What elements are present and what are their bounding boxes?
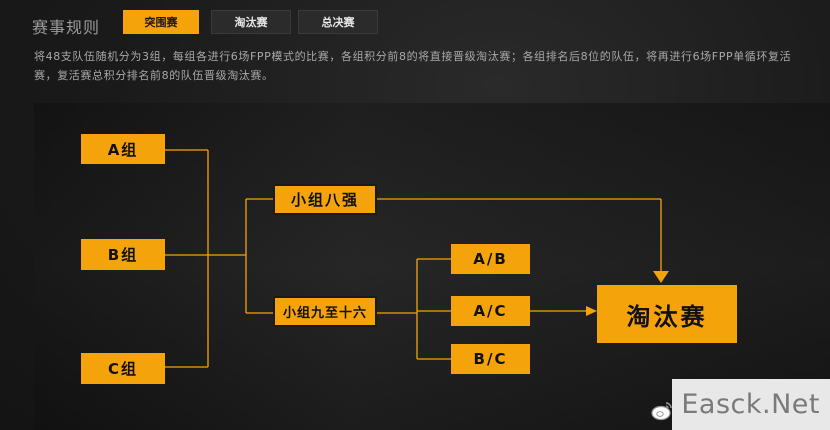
top8-node: 小组八强 — [273, 184, 377, 215]
pair-ab-node: A/B — [451, 244, 530, 274]
watermark: Easck.Net — [672, 379, 830, 430]
bracket-connector-lines — [165, 149, 669, 368]
watermark-text: Easck.Net — [681, 389, 820, 420]
pair-ac-node: A/C — [451, 296, 530, 326]
knockout-node: 淘汰赛 — [597, 285, 737, 343]
tab-elimination[interactable]: 淘汰赛 — [211, 10, 291, 34]
rank-9-16-node: 小组九至十六 — [273, 296, 377, 327]
group-a-node: A组 — [81, 134, 165, 164]
group-b-node: B组 — [81, 239, 165, 270]
weibo-icon — [651, 402, 672, 421]
tab-finals[interactable]: 总决赛 — [298, 10, 378, 34]
rules-description: 将48支队伍随机分为3组，每组各进行6场FPP模式的比赛，各组积分前8的将直接晋… — [34, 50, 792, 82]
pair-bc-node: B/C — [451, 344, 530, 374]
group-c-node: C组 — [81, 353, 165, 384]
section-title: 赛事规则 — [32, 18, 101, 37]
bracket-diagram: A组 B组 C组 小组八强 小组九至十六 A/B A/C B/C 淘汰赛 — [34, 103, 830, 430]
tab-breakout[interactable]: 突围赛 — [123, 10, 199, 34]
